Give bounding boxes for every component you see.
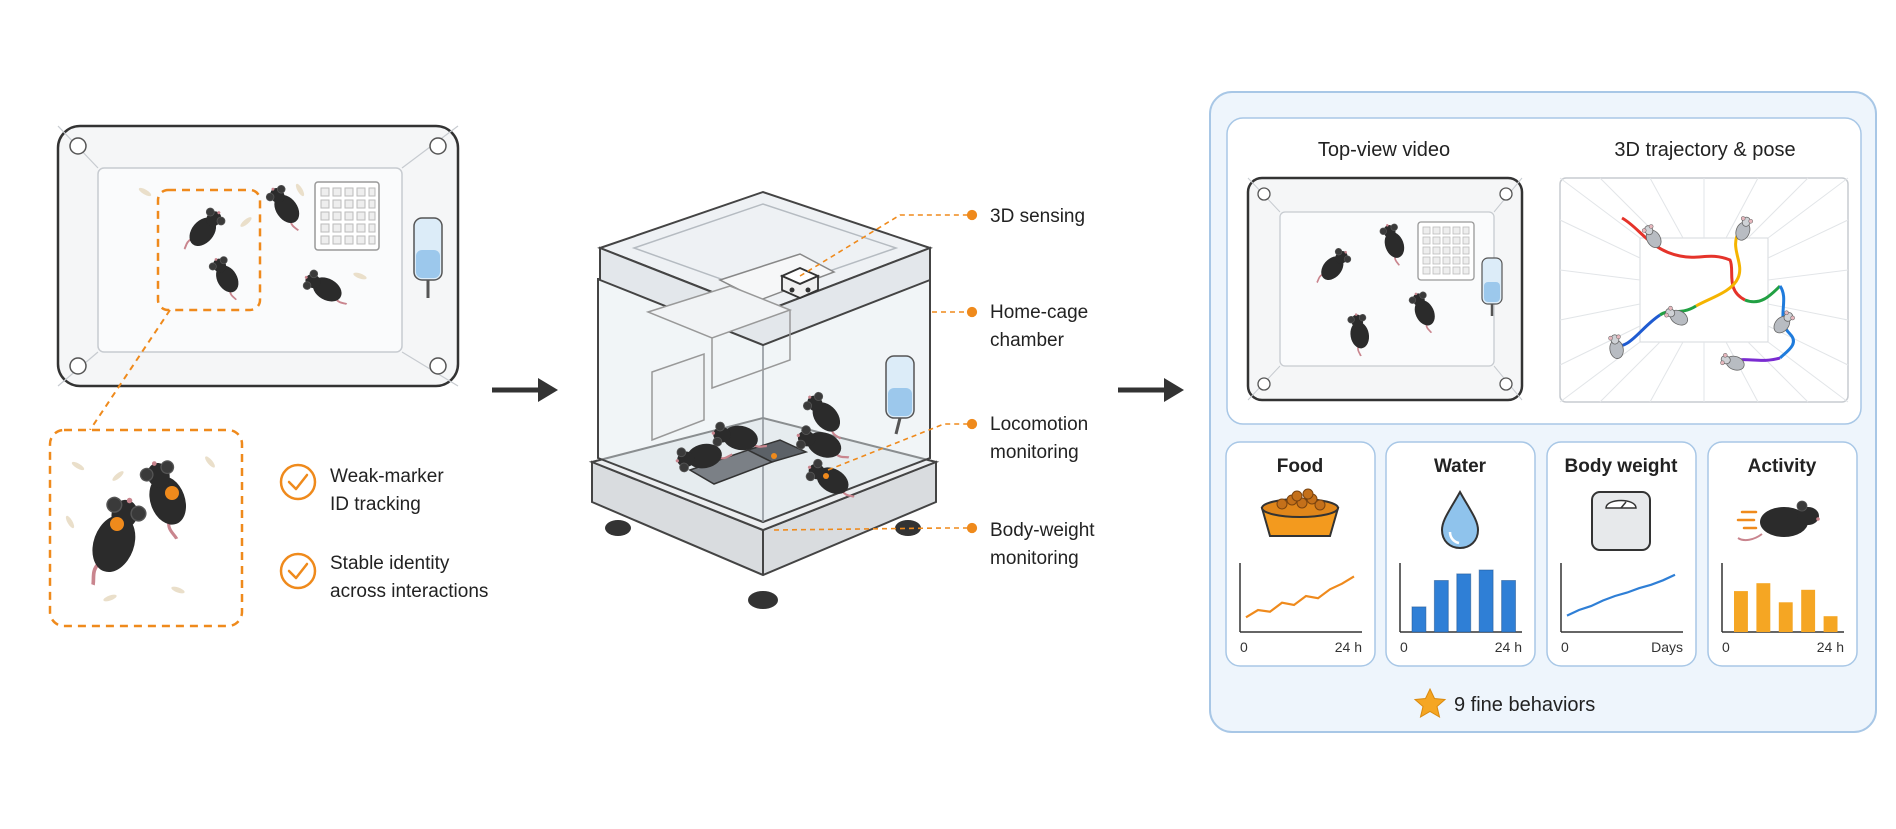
metric-title: Activity [1748,456,1817,477]
callout-label: chamber [990,330,1065,351]
feature-label: Stable identity [330,553,450,574]
feature-label: Weak-marker [330,466,444,487]
running-mouse-icon [1736,500,1820,542]
water-bottle-icon [413,217,443,298]
trajectory-title: 3D trajectory & pose [1614,139,1795,161]
behaviors-summary: 9 fine behaviors [1454,694,1595,716]
bar [1756,583,1771,632]
line-series [1566,573,1676,617]
mini-charts [1239,563,1844,633]
x-end-label: 24 h [1335,639,1362,655]
selection-box [156,188,262,312]
bar [1411,606,1427,633]
zoom-inset [48,428,244,628]
metric-title: Food [1277,456,1323,477]
callout-line [773,522,978,534]
check-icon [279,463,317,501]
food-bowl-icon [1260,488,1340,537]
x-start-label: 0 [1400,639,1408,655]
water-bottle-icon [885,355,915,435]
water-drop-icon [1440,489,1480,550]
bar [1433,580,1449,633]
feature-list: Weak-marker ID tracking Stable identity … [279,463,488,602]
top-view-cage [56,124,460,431]
flow-arrow-icon [492,378,558,402]
flow-arrow-icon [1118,378,1184,402]
callout-line [799,209,978,277]
callout-label: 3D sensing [990,206,1085,227]
id-marker-dot [165,486,179,500]
x-end-label: 24 h [1495,639,1522,655]
x-end-label: Days [1651,639,1683,655]
scale-icon [1591,491,1651,551]
line-series [1245,575,1355,619]
metric-card-body-weight [1546,441,1697,667]
x-end-label: 24 h [1817,639,1844,655]
top-view-video [1246,176,1524,402]
bar [1823,616,1838,632]
bar [1778,602,1793,632]
callout-label: monitoring [990,442,1079,463]
bar [1501,580,1516,633]
bar [1456,573,1472,633]
x-start-label: 0 [1240,639,1248,655]
bar [1478,569,1494,633]
3d-trajectory-view [1559,177,1849,403]
feature-label: ID tracking [330,494,421,515]
zoom-connector [89,309,171,431]
bar [1734,591,1748,632]
metric-title: Body weight [1565,456,1679,477]
star-icon [1413,687,1447,719]
bar [1801,589,1816,632]
video-title: Top-view video [1318,139,1450,161]
metric-title: Water [1434,456,1487,477]
home-cage-device [588,190,940,609]
x-start-label: 0 [1722,639,1730,655]
check-icon [279,552,317,590]
id-marker-dot [110,517,124,531]
callout-label: Body-weight [990,520,1095,541]
x-start-label: 0 [1561,639,1569,655]
callouts [773,209,978,534]
callout-label: monitoring [990,548,1079,569]
feature-label: across interactions [330,581,488,602]
callout-label: Home-cage [990,302,1088,323]
callout-label: Locomotion [990,414,1088,435]
